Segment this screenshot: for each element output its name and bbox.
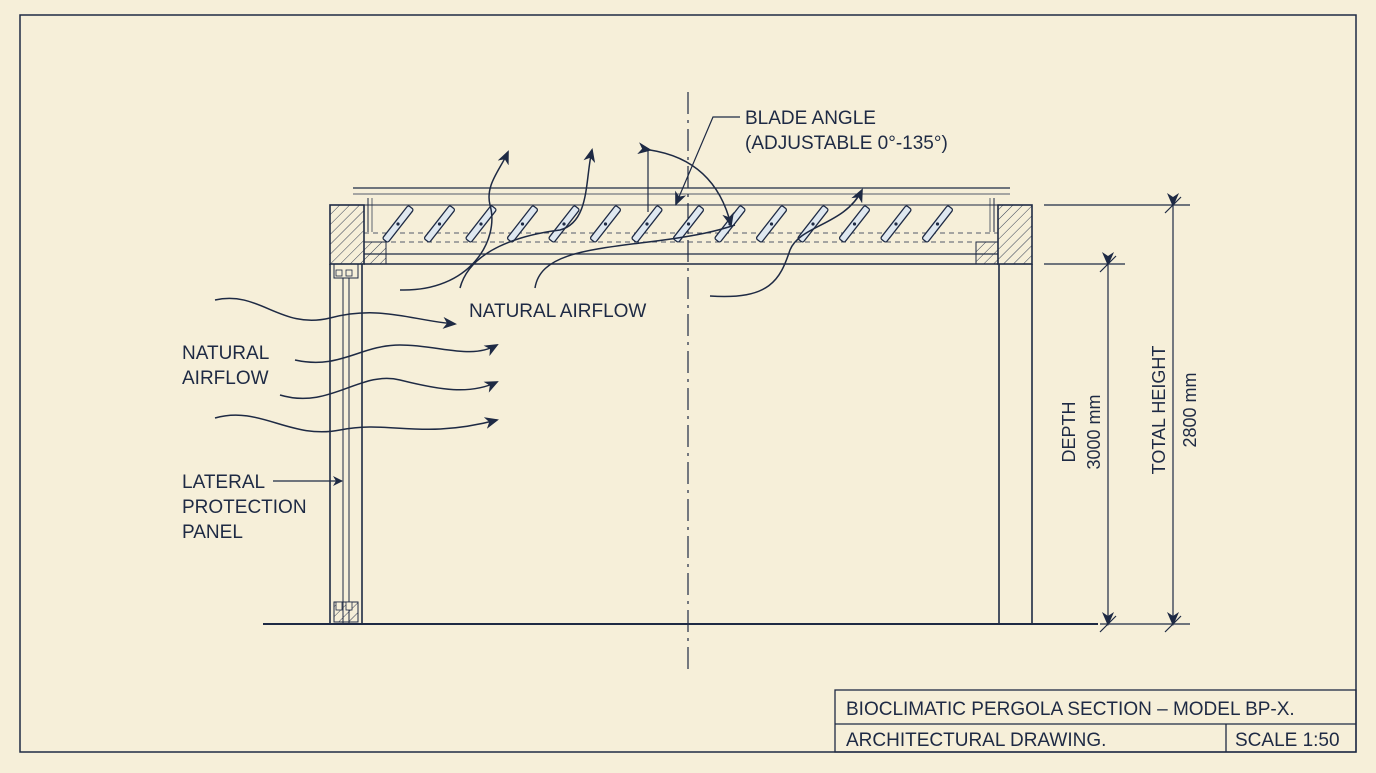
louvre-blades: [382, 205, 954, 243]
airflow-arrows: [214, 148, 863, 433]
dimension-lines: [1044, 193, 1190, 633]
blade-angle-range-label: (ADJUSTABLE 0°-135°): [745, 133, 948, 154]
blade-angle-label: BLADE ANGLE: [745, 108, 876, 129]
roof-airflow-label: NATURAL AIRFLOW: [469, 301, 646, 322]
lateral-panel-label-line3: PANEL: [182, 522, 243, 543]
depth-label: DEPTH: [1059, 401, 1079, 462]
drawing-subtitle: ARCHITECTURAL DRAWING.: [846, 730, 1106, 751]
sheet-border: [19, 14, 1357, 753]
blade-pivot: [852, 222, 857, 226]
title-block: [834, 689, 1357, 753]
blade-pivot: [686, 222, 691, 226]
blade-pivot: [935, 222, 940, 226]
blade-pivot: [520, 222, 525, 226]
total-height-value: 2800 mm: [1180, 372, 1200, 447]
blade-pivot: [479, 222, 483, 226]
lateral-panel-label-line1: LATERAL: [182, 472, 265, 493]
blade-angle-indicator: [637, 116, 740, 227]
blade-pivot: [811, 222, 815, 226]
right-beam: [997, 204, 1033, 265]
side-airflow-label-line2: AIRFLOW: [182, 368, 269, 389]
side-airflow-label-line1: NATURAL: [182, 343, 269, 364]
lateral-panel-label-line2: PROTECTION: [182, 497, 307, 518]
blade-pivot: [769, 222, 774, 226]
left-post: [329, 263, 363, 624]
blade-pivot: [603, 222, 608, 226]
right-post: [998, 264, 1033, 624]
drawing-scale: SCALE 1:50: [1235, 730, 1340, 751]
blade-pivot: [562, 222, 566, 226]
blade-pivot: [894, 222, 898, 226]
blade-pivot: [437, 222, 442, 226]
blade-pivot: [396, 222, 400, 226]
depth-value: 3000 mm: [1084, 394, 1104, 469]
blade-pivot: [645, 222, 649, 226]
left-beam: [329, 204, 365, 265]
total-height-label: TOTAL HEIGHT: [1149, 346, 1169, 475]
drawing-title: BIOCLIMATIC PERGOLA SECTION – MODEL BP-X…: [846, 699, 1295, 720]
